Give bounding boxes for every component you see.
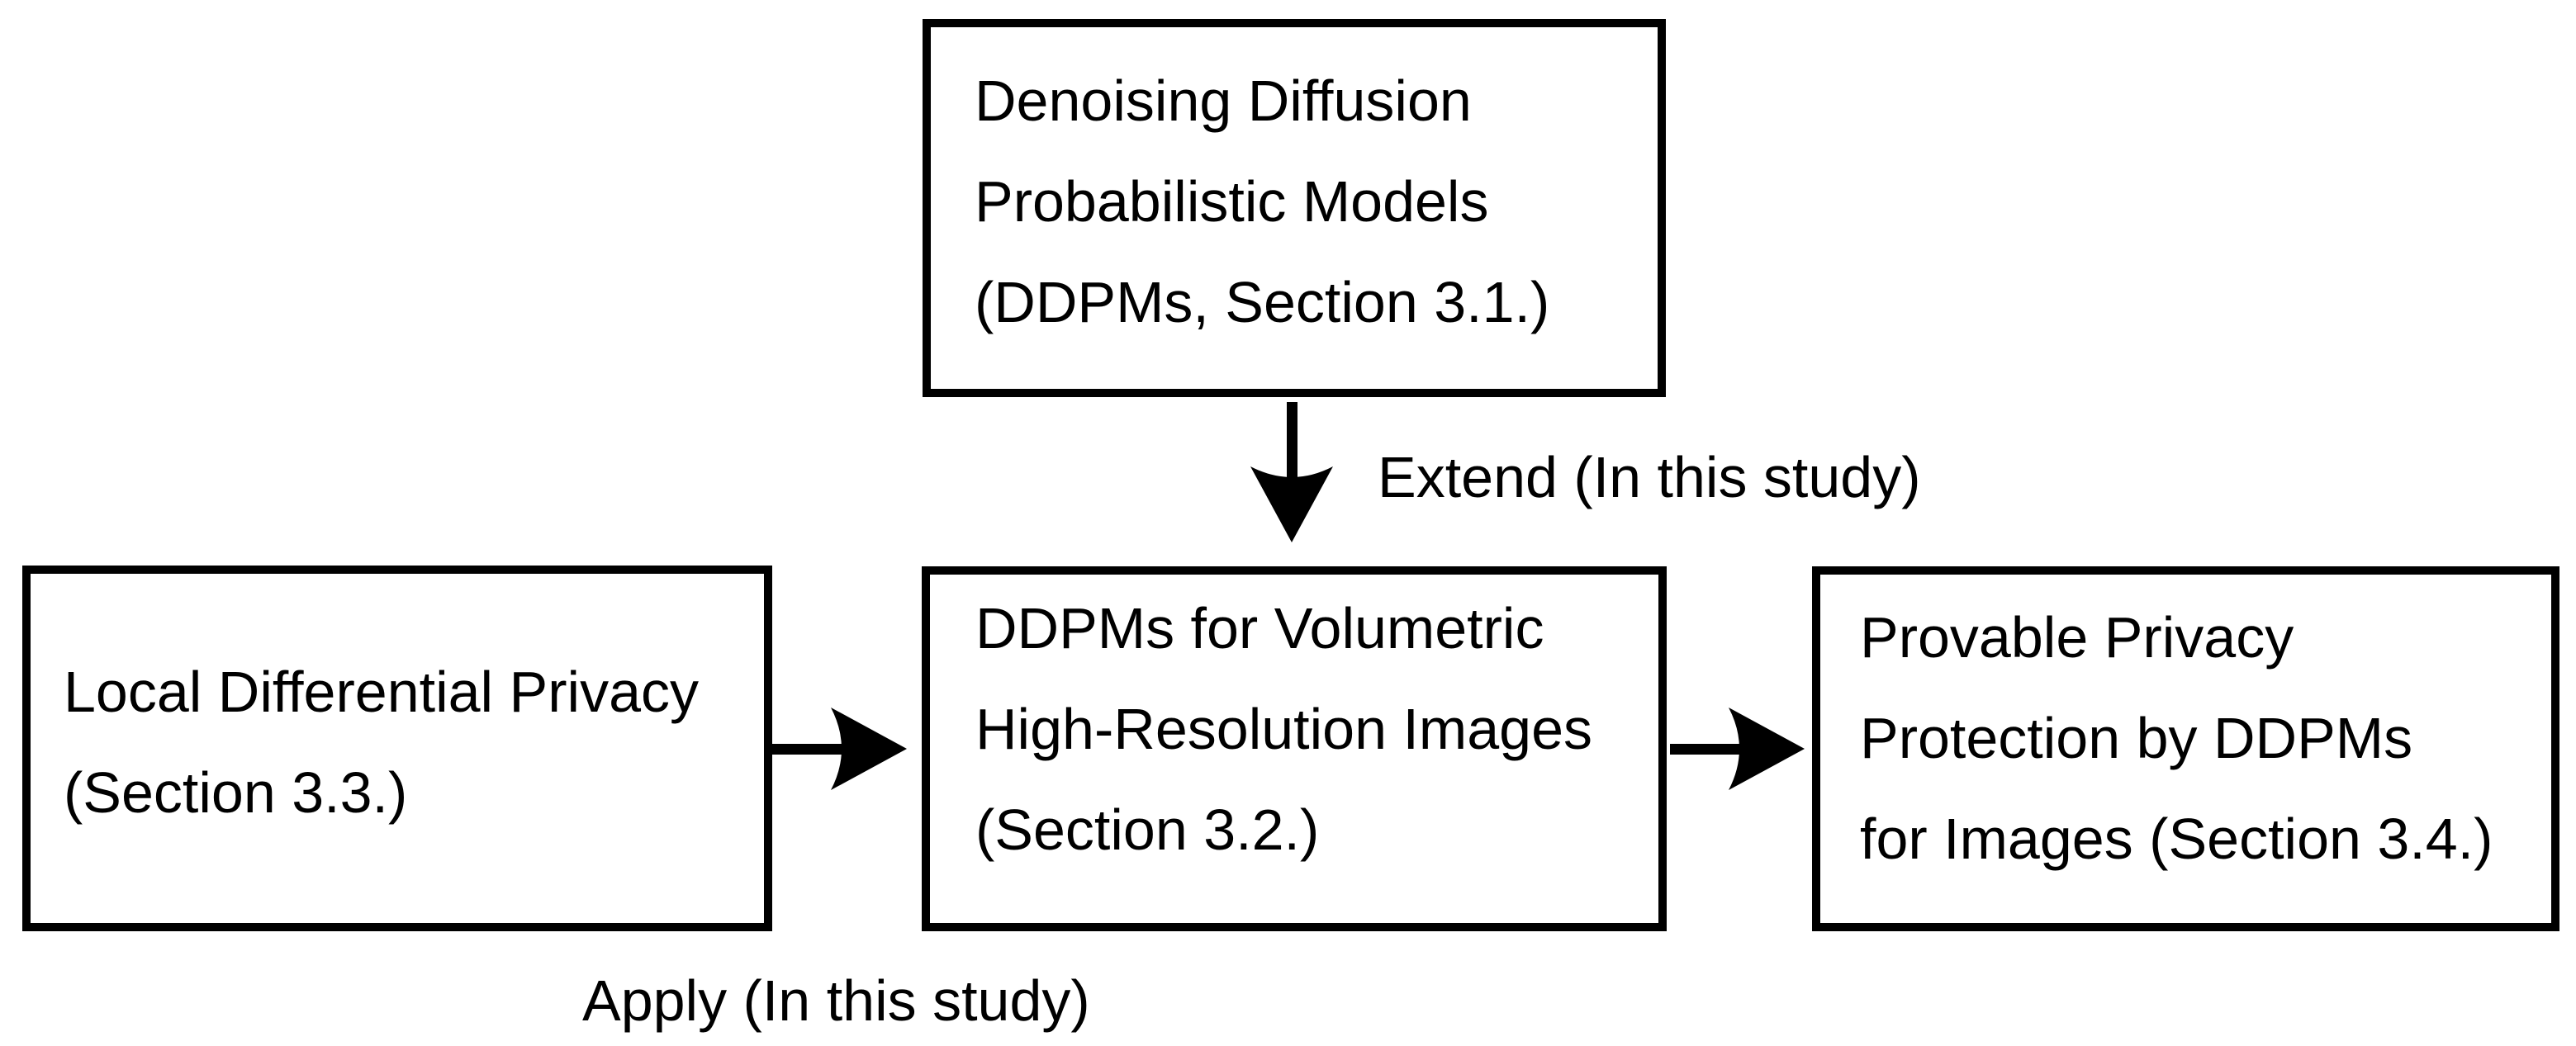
apply-arrow-label: Apply (In this study) bbox=[582, 968, 1090, 1033]
box-text-line: (DDPMs, Section 3.1.) bbox=[975, 270, 1550, 334]
box-text: DDPMs for Volumetric High-Resolution Ima… bbox=[975, 578, 1658, 880]
box-local-differential-privacy: Local Differential Privacy (Section 3.3.… bbox=[22, 566, 772, 931]
result-right-arrow-icon bbox=[1670, 706, 1806, 792]
box-text-line: Provable Privacy bbox=[1860, 605, 2294, 670]
box-text-line: (Section 3.2.) bbox=[975, 798, 1320, 862]
extend-down-arrow-icon bbox=[1239, 402, 1345, 544]
box-text: Local Differential Privacy (Section 3.3.… bbox=[64, 641, 764, 843]
box-text-line: High-Resolution Images bbox=[975, 697, 1593, 761]
box-text-line: for Images (Section 3.4.) bbox=[1860, 807, 2493, 871]
box-provable-privacy-protection: Provable Privacy Protection by DDPMs for… bbox=[1812, 566, 2559, 931]
box-text-line: DDPMs for Volumetric bbox=[975, 596, 1544, 660]
box-text-line: Denoising Diffusion bbox=[975, 69, 1472, 133]
extend-arrow-label: Extend (In this study) bbox=[1378, 445, 1921, 509]
box-text-line: Local Differential Privacy bbox=[64, 659, 700, 724]
box-text-line: (Section 3.3.) bbox=[64, 760, 408, 825]
box-denoising-diffusion-probabilistic-models: Denoising Diffusion Probabilistic Models… bbox=[923, 19, 1666, 397]
box-text-line: Protection by DDPMs bbox=[1860, 706, 2413, 770]
box-text: Denoising Diffusion Probabilistic Models… bbox=[975, 50, 1658, 353]
apply-right-arrow-icon bbox=[772, 706, 908, 792]
box-text-line: Probabilistic Models bbox=[975, 169, 1489, 234]
box-ddpms-for-volumetric-images: DDPMs for Volumetric High-Resolution Ima… bbox=[922, 566, 1667, 931]
box-text: Provable Privacy Protection by DDPMs for… bbox=[1860, 587, 2551, 889]
